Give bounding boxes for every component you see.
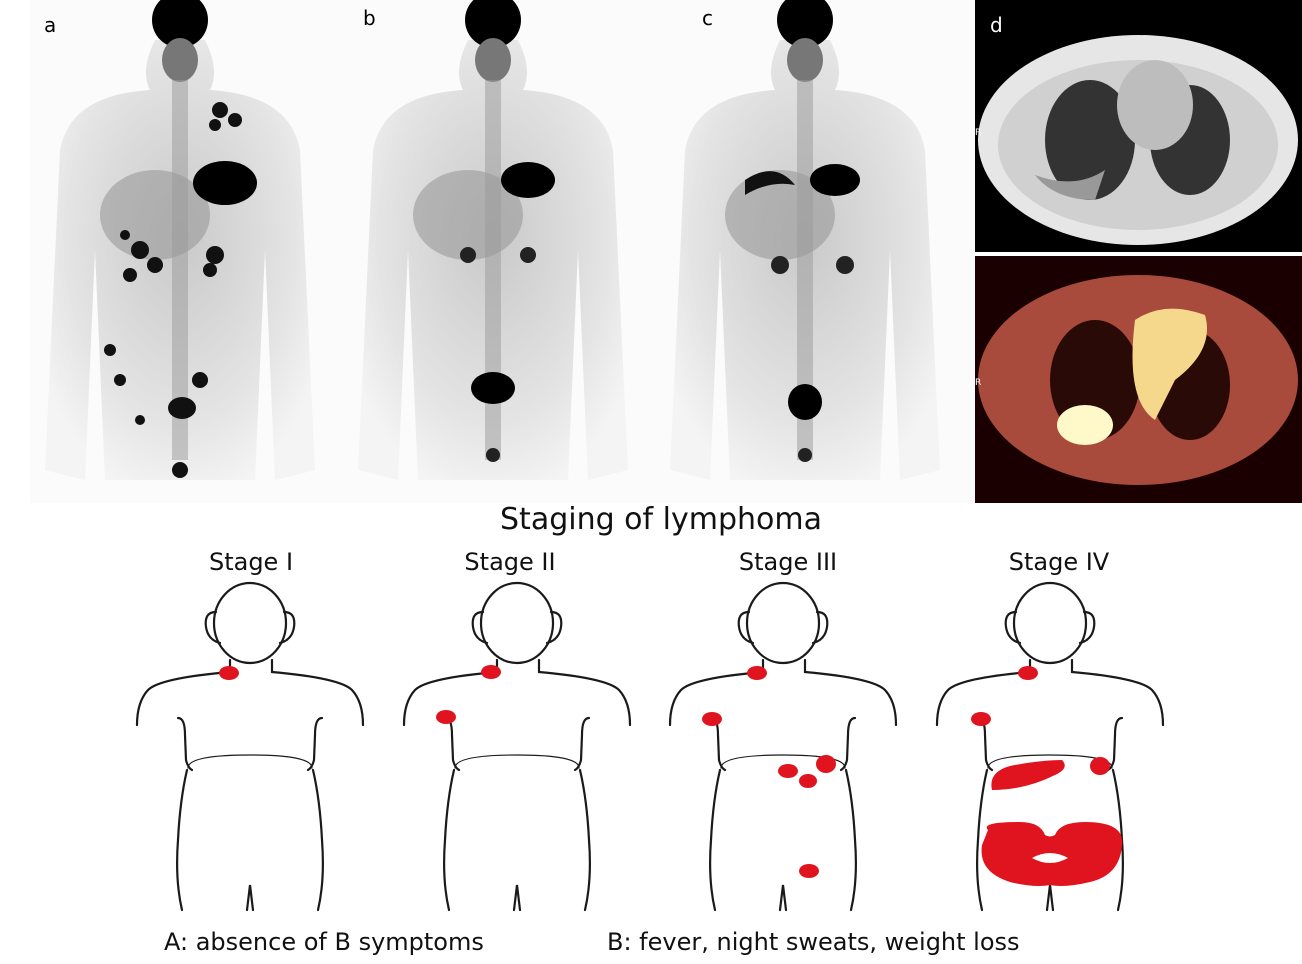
lesion xyxy=(219,666,239,680)
stage-2-figure xyxy=(402,581,632,912)
lesion xyxy=(747,666,767,680)
stage-label-1: Stage I xyxy=(208,548,294,576)
lesion xyxy=(799,864,819,878)
ct-orientation-marker: R xyxy=(975,128,982,138)
panel-label-d: d xyxy=(990,13,1003,37)
stage-4-figure xyxy=(935,581,1165,912)
ct-petct-images xyxy=(975,0,1302,503)
panel-label-c: c xyxy=(702,6,713,30)
pet-image-c xyxy=(655,0,975,503)
liver-lesion xyxy=(991,760,1065,790)
pet-image-b xyxy=(343,0,663,503)
lesion xyxy=(702,712,722,726)
lesion xyxy=(799,774,817,788)
panel-label-b: b xyxy=(363,6,376,30)
legend-a: A: absence of B symptoms xyxy=(164,928,484,956)
spleen-lesion xyxy=(1090,757,1110,775)
lesion xyxy=(481,665,501,679)
petct-orientation-marker: R xyxy=(975,378,982,388)
lesion xyxy=(1018,666,1038,680)
lesion xyxy=(816,755,836,773)
lesion xyxy=(436,710,456,724)
stage-label-3: Stage III xyxy=(738,548,838,576)
stage-label-4: Stage IV xyxy=(1008,548,1110,576)
pet-mip-images xyxy=(30,0,975,503)
pet-image-a xyxy=(30,0,350,503)
stage-1-figure xyxy=(135,581,365,912)
legend-b: B: fever, night sweats, weight loss xyxy=(607,928,1020,956)
lesion xyxy=(971,712,991,726)
stage-3-figure xyxy=(668,581,898,912)
staging-title: Staging of lymphoma xyxy=(500,502,822,537)
lesion xyxy=(778,764,798,778)
panel-label-a: a xyxy=(44,13,57,37)
stage-label-2: Stage II xyxy=(464,548,556,576)
